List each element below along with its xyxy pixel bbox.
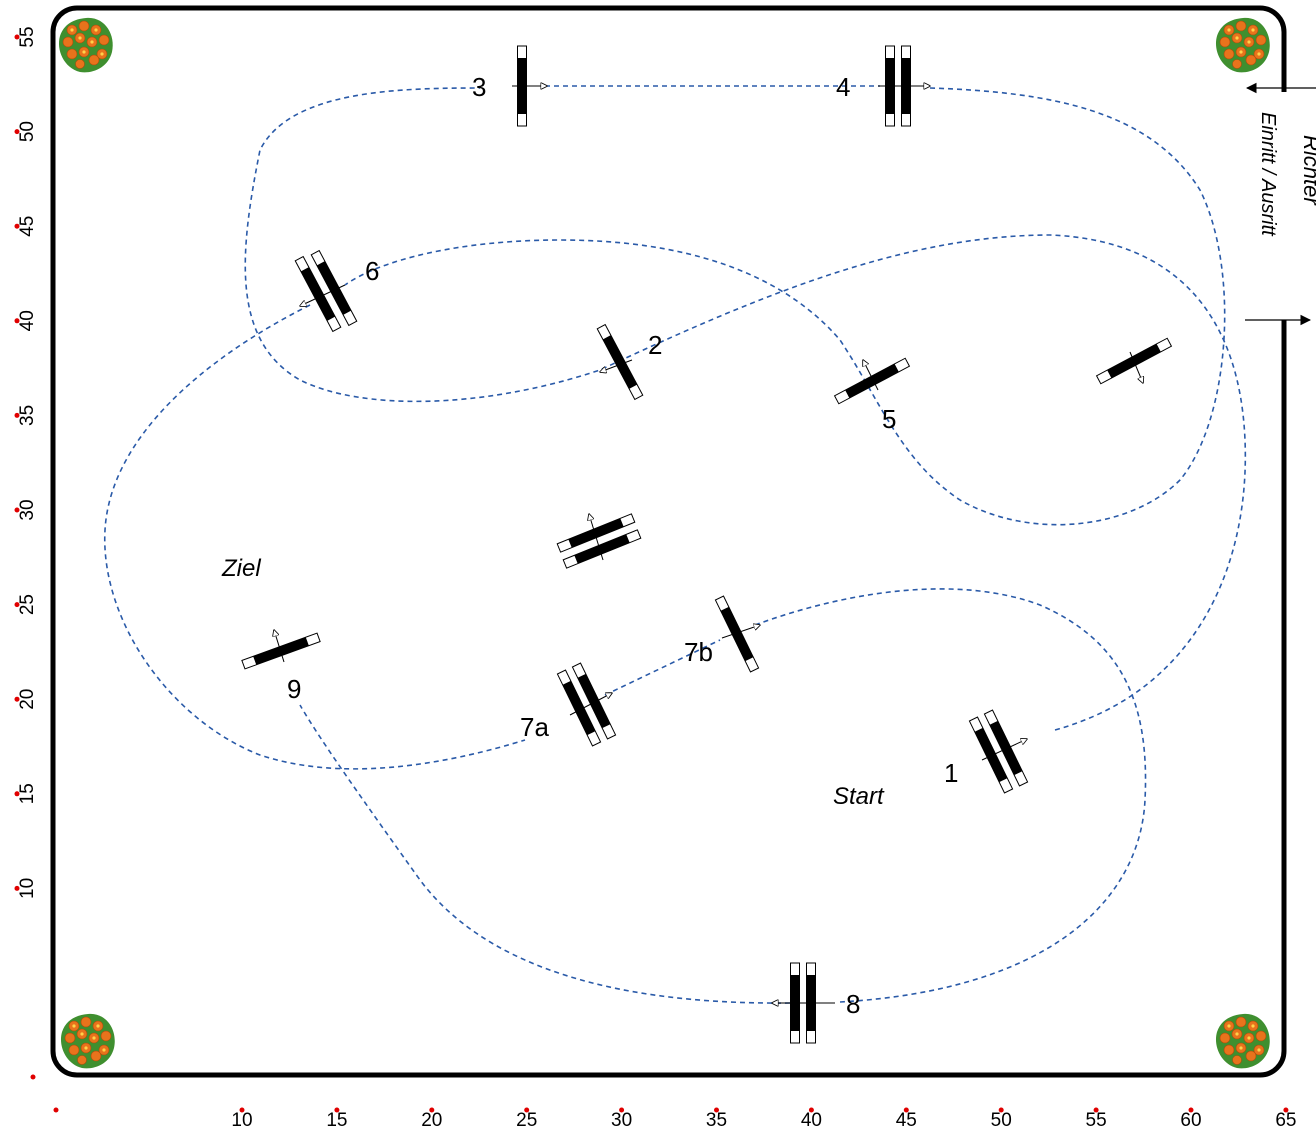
x-axis-label: 30 — [611, 1110, 632, 1130]
x-axis-label: 55 — [1086, 1110, 1107, 1130]
obstacle-label-5: 5 — [882, 404, 896, 434]
x-axis-label: 15 — [326, 1110, 347, 1130]
y-axis-marker — [14, 696, 20, 702]
y-axis-label: 35 — [17, 405, 38, 426]
obstacle-label-3: 3 — [472, 72, 486, 102]
finish-label: Ziel — [221, 555, 261, 582]
origin-marker — [30, 1074, 36, 1080]
obstacle-label-7b: 7b — [684, 637, 713, 667]
obstacle-1 — [968, 709, 1029, 794]
y-axis-label: 55 — [17, 26, 38, 47]
y-axis-label: 30 — [17, 499, 38, 520]
entrance-gap — [1278, 92, 1292, 320]
x-axis: 10 15 20 25 30 35 40 45 50 55 60 65 — [231, 1107, 1296, 1130]
obstacle-label-6: 6 — [365, 256, 379, 286]
obstacle-7b — [714, 595, 760, 673]
obstacle-5 — [834, 357, 910, 405]
y-axis-marker — [14, 602, 20, 608]
obstacle-7a — [556, 662, 617, 747]
obstacle-label-9: 9 — [287, 674, 301, 704]
y-axis-label: 40 — [17, 310, 38, 331]
obstacle-label-2: 2 — [648, 330, 662, 360]
flower-bed-icon — [60, 1013, 116, 1069]
x-axis-marker — [714, 1107, 719, 1113]
obstacle-6 — [294, 250, 358, 332]
x-axis-marker — [239, 1107, 245, 1113]
obstacle-2 — [596, 324, 644, 400]
origin-marker — [53, 1107, 59, 1113]
flower-bed-icon — [1215, 17, 1271, 73]
x-axis-marker — [524, 1107, 530, 1113]
x-axis-marker — [1093, 1107, 1099, 1113]
x-axis-label: 20 — [421, 1110, 442, 1130]
x-axis-marker — [998, 1107, 1004, 1113]
obstacle-label-1: 1 — [944, 758, 958, 788]
x-axis-marker — [1188, 1107, 1194, 1113]
x-axis-label: 10 — [231, 1110, 252, 1130]
x-axis-label: 35 — [706, 1110, 727, 1130]
x-axis-marker — [429, 1107, 435, 1113]
y-axis: 55 50 45 40 35 30 25 20 15 10 — [14, 26, 38, 899]
flower-bed-icon — [58, 17, 114, 73]
y-axis-marker — [14, 412, 20, 418]
y-axis-label: 45 — [17, 216, 38, 237]
obstacle-label-7a: 7a — [520, 712, 549, 742]
y-axis-label: 25 — [17, 594, 38, 615]
obstacle-unnumbered-center — [556, 513, 642, 569]
arena-border — [50, 5, 1287, 1078]
judge-label: Richter — [1299, 135, 1316, 206]
start-label: Start — [833, 783, 885, 810]
entrance-label: Einritt / Ausritt — [1257, 112, 1279, 237]
x-axis-label: 60 — [1180, 1110, 1201, 1130]
obstacle-label-4: 4 — [836, 72, 850, 102]
x-axis-label: 40 — [801, 1110, 822, 1130]
x-axis-label: 45 — [896, 1110, 917, 1130]
obstacle-label-8: 8 — [846, 989, 860, 1019]
x-axis-label: 65 — [1275, 1110, 1296, 1130]
x-axis-label: 50 — [991, 1110, 1012, 1130]
y-axis-label: 15 — [17, 783, 38, 804]
y-axis-marker — [14, 318, 20, 324]
x-axis-marker — [1283, 1107, 1289, 1113]
y-axis-marker — [14, 791, 20, 797]
riding-route — [104, 85, 1247, 1004]
y-axis-marker — [14, 129, 20, 135]
y-axis-marker — [14, 507, 20, 513]
y-axis-label: 50 — [17, 121, 38, 142]
y-axis-label: 20 — [17, 689, 38, 710]
y-axis-marker — [14, 34, 20, 40]
x-axis-label: 25 — [516, 1110, 537, 1130]
y-axis-marker — [14, 885, 20, 891]
x-axis-marker — [619, 1107, 625, 1113]
flower-bed-icon — [1215, 1013, 1271, 1069]
y-axis-marker — [14, 223, 20, 229]
x-axis-marker — [334, 1107, 340, 1113]
x-axis-marker — [808, 1107, 814, 1113]
y-axis-label: 10 — [17, 878, 38, 899]
x-axis-marker — [903, 1107, 909, 1113]
